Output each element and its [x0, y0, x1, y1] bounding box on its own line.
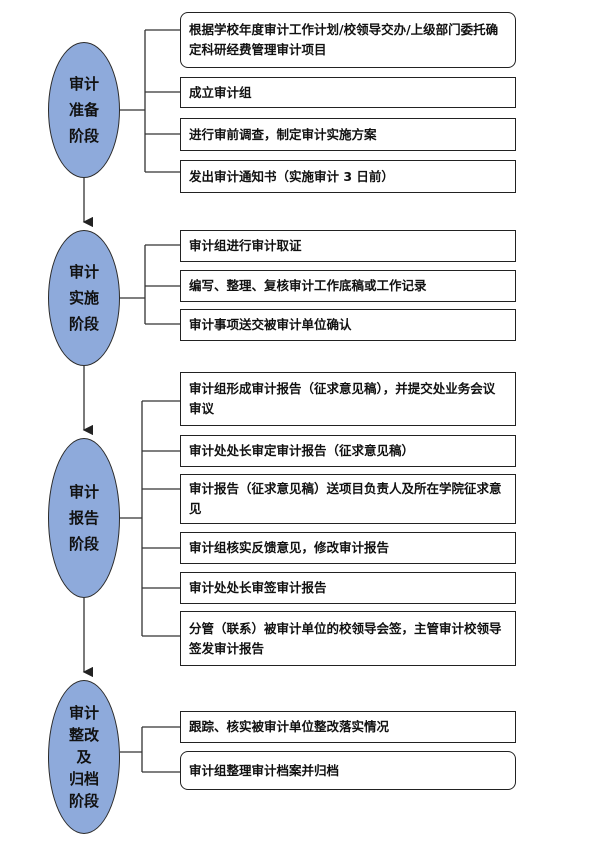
stage-implement: 审计 实施 阶段: [48, 230, 120, 366]
step-box: 发出审计通知书（实施审计 3 日前）: [180, 160, 516, 193]
bracket-stage-2: [120, 244, 180, 325]
bracket-stage-3: [120, 400, 180, 637]
stage-report: 审计 报告 阶段: [48, 438, 120, 598]
stage-prepare: 审计 准备 阶段: [48, 42, 120, 178]
step-box: 审计报告（征求意见稿）送项目负责人及所在学院征求意见: [180, 474, 516, 524]
step-box: 审计组核实反馈意见，修改审计报告: [180, 532, 516, 564]
bracket-stage-1: [120, 29, 180, 173]
step-box: 审计处处长审定审计报告（征求意见稿）: [180, 435, 516, 467]
bracket-stage-4: [120, 726, 180, 773]
step-box: 审计组整理审计档案并归档: [180, 751, 516, 790]
step-box: 进行审前调查，制定审计实施方案: [180, 118, 516, 151]
stage-rectify-archive: 审计 整改 及 归档 阶段: [48, 680, 120, 834]
step-box: 成立审计组: [180, 77, 516, 108]
step-box: 跟踪、核实被审计单位整改落实情况: [180, 711, 516, 743]
step-box: 审计事项送交被审计单位确认: [180, 309, 516, 341]
step-box: 根据学校年度审计工作计划/校领导交办/上级部门委托确定科研经费管理审计项目: [180, 12, 516, 68]
step-box: 编写、整理、复核审计工作底稿或工作记录: [180, 270, 516, 302]
step-box: 分管（联系）被审计单位的校领导会签，主管审计校领导签发审计报告: [180, 611, 516, 666]
step-box: 审计组进行审计取证: [180, 230, 516, 262]
step-box: 审计处处长审签审计报告: [180, 572, 516, 604]
step-box: 审计组形成审计报告（征求意见稿），并提交处业务会议审议: [180, 372, 516, 426]
